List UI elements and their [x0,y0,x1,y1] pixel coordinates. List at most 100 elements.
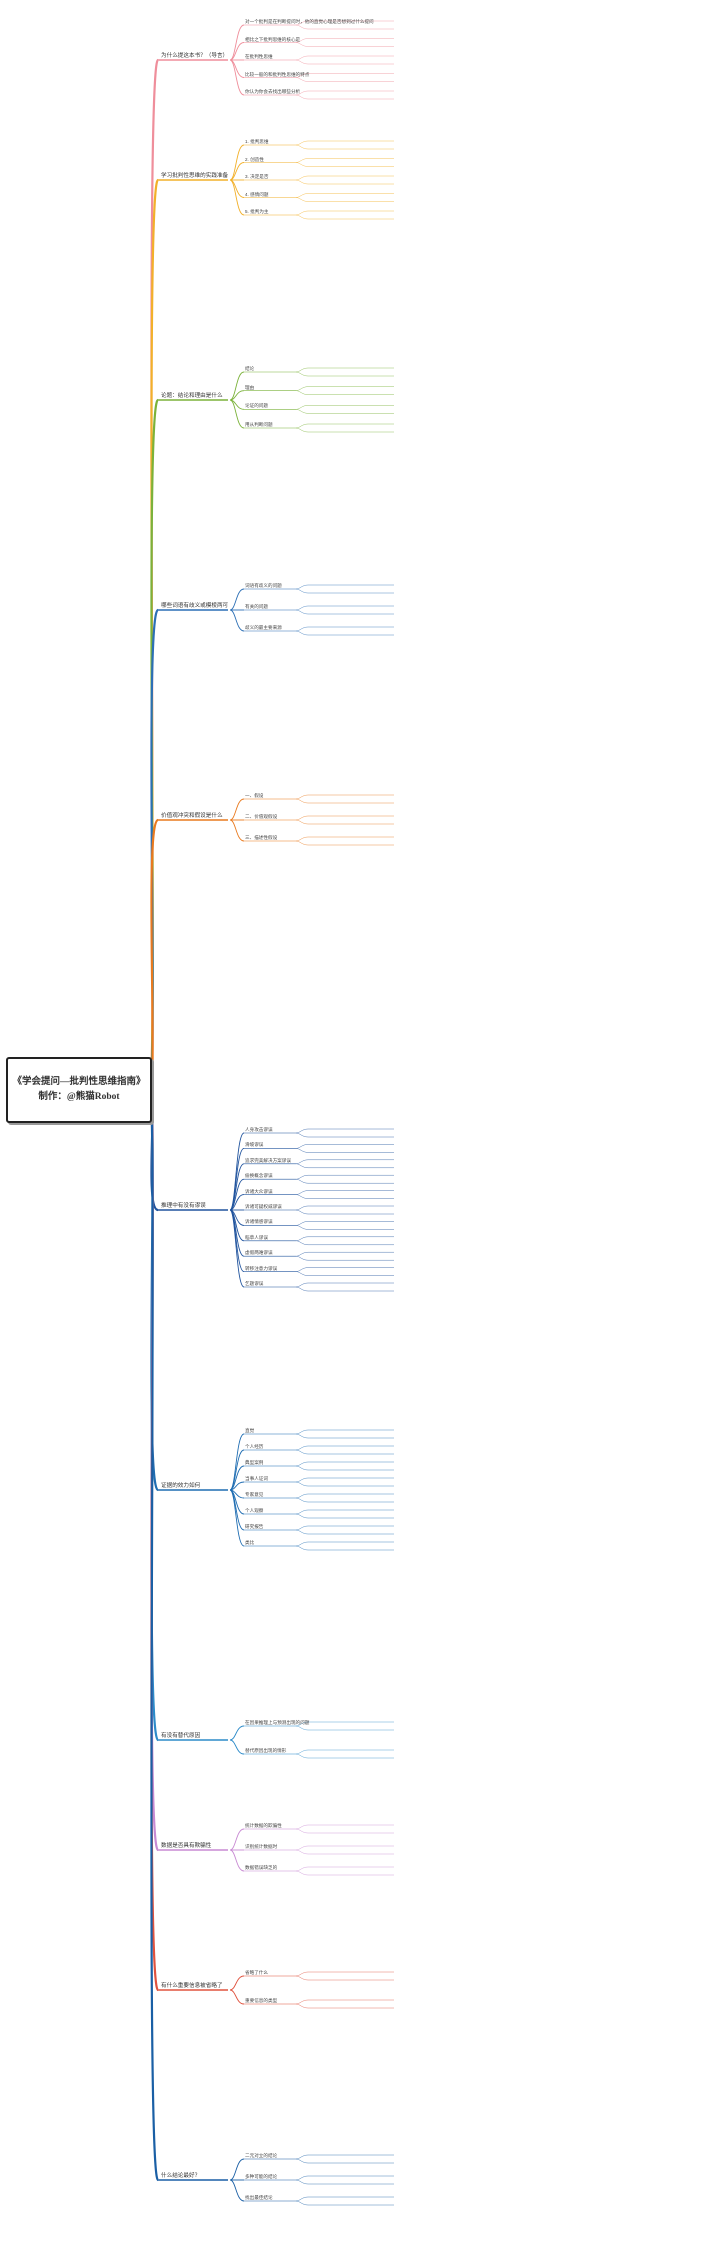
connector-line [295,1513,394,1519]
connector-line [295,1449,394,1455]
sub-topic-8-1[interactable]: 在因果推理上与预测出现的问题 [245,1720,310,1725]
connector-line [295,20,394,26]
branch-topic-1[interactable]: 为什么提这本书？（导言） [161,53,229,59]
connector-line [295,1999,394,2005]
sub-topic-3-4[interactable]: 用从判断问题 [245,422,273,427]
connector-line [295,1286,394,1292]
connector-line [295,367,394,373]
connector-line [295,197,394,202]
branch-topic-10[interactable]: 有什么重要信息被省略了 [161,1983,223,1989]
sub-topic-5-2[interactable]: 二、价值观假设 [245,814,278,819]
sub-topic-4-2[interactable]: 有关的问题 [245,604,268,609]
sub-topic-4-3[interactable]: 歧义的最主要来源 [245,625,282,630]
connector-line [229,1828,245,1851]
sub-topic-6-7[interactable]: 诉诸情感谬误 [245,1219,273,1225]
connector-line [295,386,394,391]
connector-line [295,1163,394,1168]
connector-line [295,1225,394,1230]
connector-line [295,427,394,433]
sub-topic-1-4[interactable]: 比较一般的和批判性思维的特点 [245,71,310,77]
connector-line [295,94,394,100]
sub-topic-3-2[interactable]: 理由 [245,384,255,390]
connector-line [295,42,394,47]
sub-topic-1-3[interactable]: 在批判性思维 [245,54,273,59]
branch-topic-9[interactable]: 数据是否具有欺骗性 [161,1843,212,1849]
connector-line [295,144,394,150]
sub-topic-6-11[interactable]: 乞题谬误 [245,1281,264,1286]
sub-topic-6-10[interactable]: 转移注意力谬误 [245,1265,278,1271]
sub-topic-5-3[interactable]: 三、描述性假设 [245,835,278,840]
branch-topic-4[interactable]: 哪些词语有歧义或模棱两可 [161,603,229,609]
sub-topic-7-3[interactable]: 典型案例 [245,1460,264,1465]
sub-topic-7-5[interactable]: 专家意见 [245,1492,264,1497]
connector-line [229,1209,245,1288]
root-topic[interactable]: 《学会提问—批判性思维指南》 制作：@熊猫Robot [6,1057,152,1123]
connector-line [295,162,394,167]
sub-topic-6-8[interactable]: 稻草人谬误 [245,1234,268,1240]
sub-topic-3-3[interactable]: 论证的问题 [245,403,268,409]
connector-line [295,609,394,615]
connector-line [295,630,394,636]
branch-topic-5[interactable]: 价值观冲突和假设是什么 [161,813,223,819]
sub-topic-7-2[interactable]: 个人经历 [245,1444,264,1449]
sub-topic-11-1[interactable]: 二元对立的结论 [245,2153,278,2158]
sub-topic-5-1[interactable]: 一、假设 [245,793,264,798]
connector-line [295,1271,394,1276]
connector-line [229,42,245,61]
sub-topic-2-1[interactable]: 1. 批判思维 [245,139,269,144]
connector-line [295,1465,394,1471]
connector-line [229,1725,245,1741]
sub-topic-6-3[interactable]: 追求完美解决方案谬误 [245,1157,291,1163]
sub-topic-6-6[interactable]: 诉诸可疑权威谬误 [245,1204,282,1209]
sub-topic-6-5[interactable]: 诉诸大众谬误 [245,1188,273,1194]
sub-topic-2-4[interactable]: 4. 感情问题 [245,191,269,197]
sub-topic-10-2[interactable]: 重要信息的类型 [245,1998,278,2003]
sub-topic-4-1[interactable]: 词语有歧义的问题 [245,583,282,588]
branch-topic-2[interactable]: 学习批判性思维的实践准备 [161,173,229,179]
connector-line [295,423,394,429]
connector-line [295,90,394,96]
sub-topic-7-6[interactable]: 个人观察 [245,1508,264,1513]
connector-line [295,1845,394,1851]
connector-line [295,1753,394,1759]
sub-topic-2-2[interactable]: 2. 创造性 [245,156,264,162]
sub-topic-2-5[interactable]: 5. 批判为主 [245,209,269,214]
sub-topic-1-5[interactable]: 你认为你会去找出哪些分析 [245,89,301,94]
sub-topic-6-4[interactable]: 偷换概念谬误 [245,1173,273,1179]
sub-topic-7-1[interactable]: 直觉 [245,1428,255,1433]
connector-line [295,1725,394,1731]
sub-topic-10-1[interactable]: 省略了什么 [245,1970,268,1975]
branch-topic-6[interactable]: 推理中有没有谬误 [161,1203,206,1209]
connector-line [295,1159,394,1164]
sub-topic-7-7[interactable]: 研究报告 [245,1524,264,1529]
connector-line [295,193,394,198]
connector-line [229,609,245,632]
sub-topic-2-3[interactable]: 3. 决定是否 [245,174,269,179]
branch-topic-3[interactable]: 论题：结论和理由是什么 [161,393,223,399]
sub-topic-6-2[interactable]: 滑坡谬误 [245,1142,264,1148]
branch-topic-11[interactable]: 什么结论最好？ [161,2173,201,2179]
connector-line [295,626,394,632]
sub-topic-11-3[interactable]: 找出最佳结论 [245,2195,273,2200]
sub-topic-8-2[interactable]: 替代原因出现的情形 [245,1748,287,1753]
sub-topic-1-1[interactable]: 对一个批判是在判断提问时，他的直觉心理是否想到过什么提问 [245,19,374,24]
sub-topic-11-2[interactable]: 多种可能的结论 [245,2174,278,2179]
sub-topic-6-9[interactable]: 虚假两难谬误 [245,1250,273,1256]
connector-line [295,2003,394,2009]
connector-line [295,1282,394,1288]
sub-topic-3-1[interactable]: 结论 [245,366,255,371]
sub-topic-7-8[interactable]: 类比 [245,1540,255,1545]
sub-topic-9-2[interactable]: 识别统计数据时 [245,1844,278,1849]
connector-line [295,55,394,61]
branch-topic-7[interactable]: 证据的效力如何 [161,1483,201,1489]
connector-line [295,24,394,30]
sub-topic-1-2[interactable]: 相比之下批判思维的核心是 [245,36,301,42]
connector-line [295,819,394,825]
connector-line [295,1493,394,1499]
sub-topic-7-4[interactable]: 当事人证词 [245,1476,268,1481]
sub-topic-6-1[interactable]: 人身攻击谬误 [245,1127,273,1132]
sub-topic-9-1[interactable]: 统计数据的欺骗性 [245,1823,282,1828]
sub-topic-9-3[interactable]: 数据错误缺乏的 [245,1865,278,1870]
branch-topic-8[interactable]: 有没有替代原因 [161,1733,201,1739]
connector-line [229,2158,245,2181]
